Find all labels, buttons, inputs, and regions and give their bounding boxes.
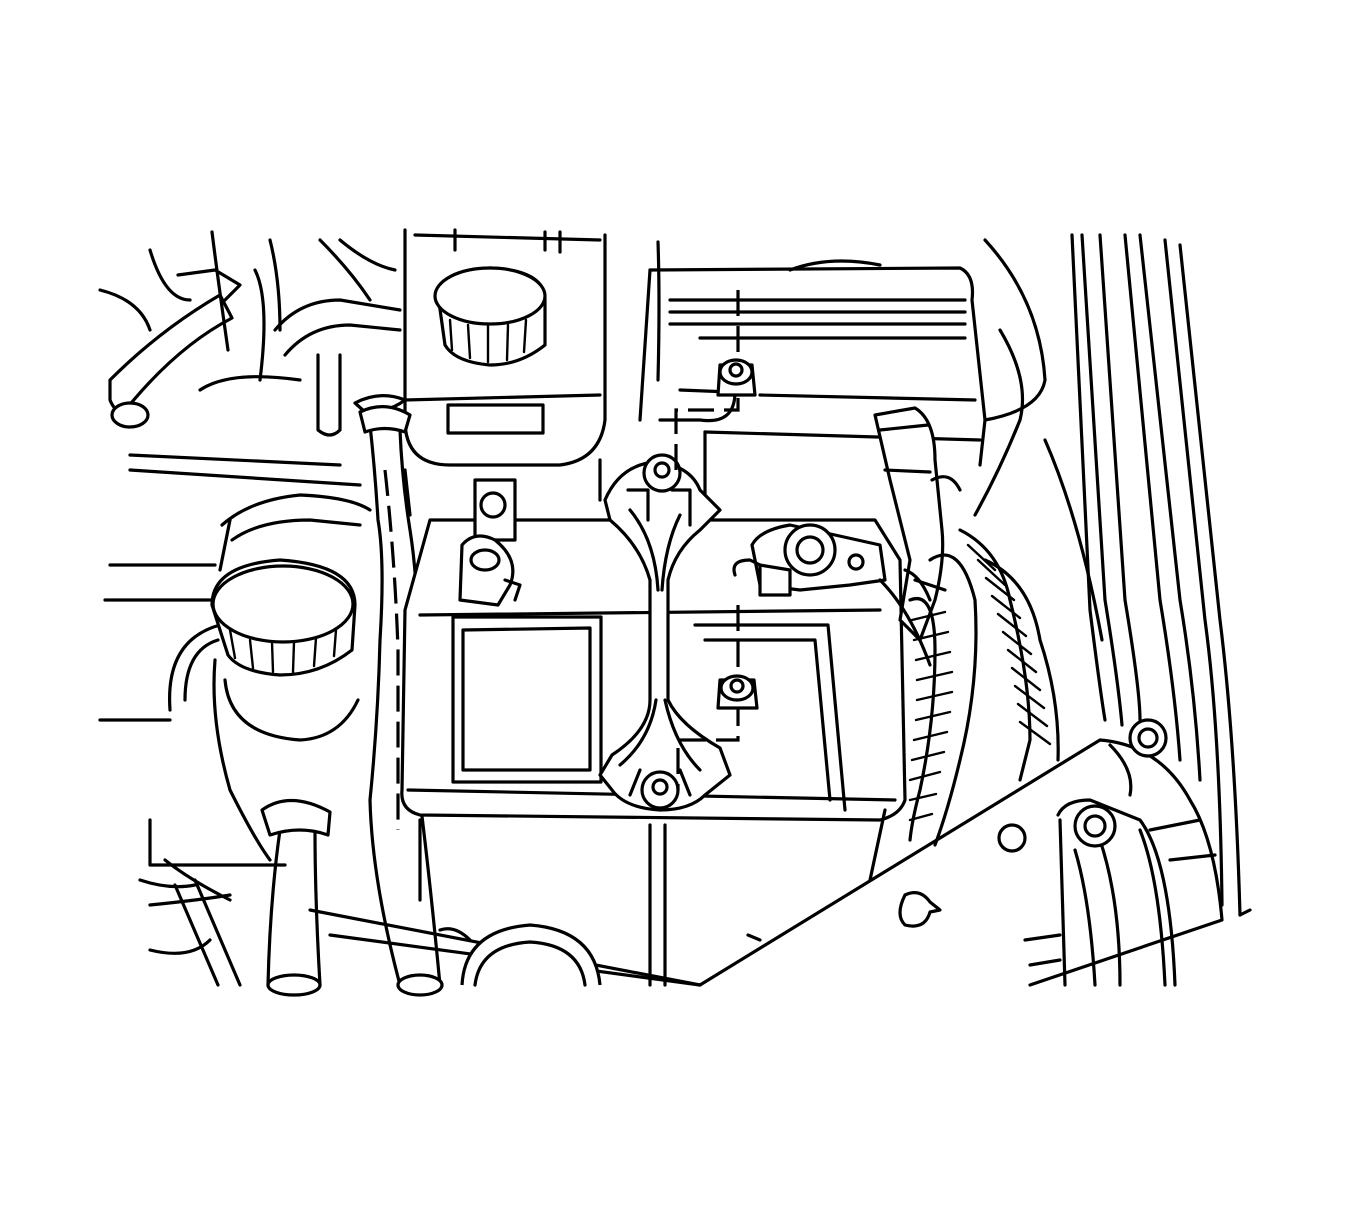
lower-bay [438,923,762,987]
brake-fluid-reservoir [98,493,702,987]
right-fender [698,233,1252,987]
positive-cable-harness [873,406,1060,847]
battery-hold-down-retainer[interactable] [598,453,732,812]
air-cleaner-housing [638,238,1047,502]
positive-terminal [732,523,887,597]
upper-bolt-icon [716,358,757,397]
strut-bolt-icon [1073,804,1117,848]
negative-terminal [458,478,522,607]
left-hoses [98,230,402,487]
fender-bolt-icon [1128,718,1168,758]
rear-nut-icon [642,453,682,493]
coolant-reservoir [353,228,607,517]
retainer-bolts [674,290,759,790]
front-nut-icon [640,770,680,810]
lower-bolt-icon [716,674,759,710]
